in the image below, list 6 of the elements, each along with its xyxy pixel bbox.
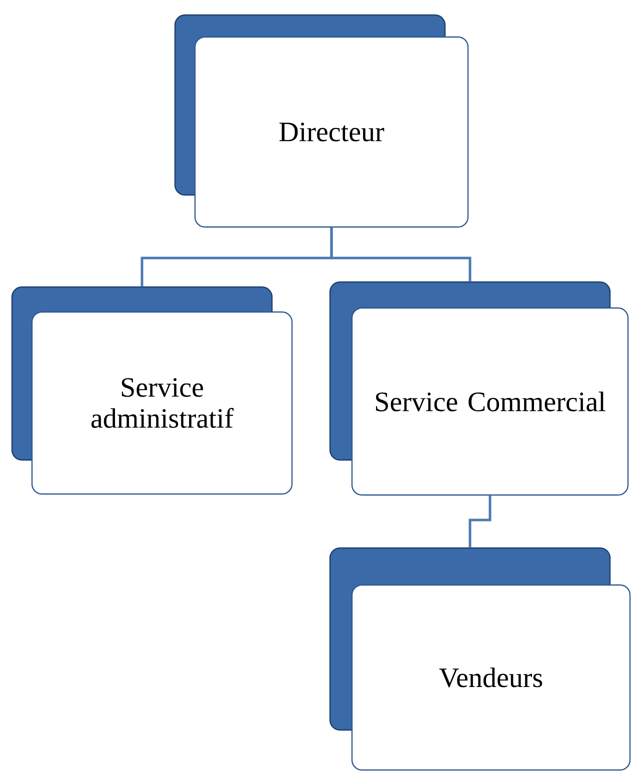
org-box: Directeur [174, 14, 469, 228]
connector-line [468, 496, 492, 548]
org-box: Service Commercial [329, 281, 629, 496]
org-box: Vendeurs [329, 547, 631, 771]
org-box: Service administratif [11, 286, 293, 495]
connector-line [330, 228, 472, 282]
